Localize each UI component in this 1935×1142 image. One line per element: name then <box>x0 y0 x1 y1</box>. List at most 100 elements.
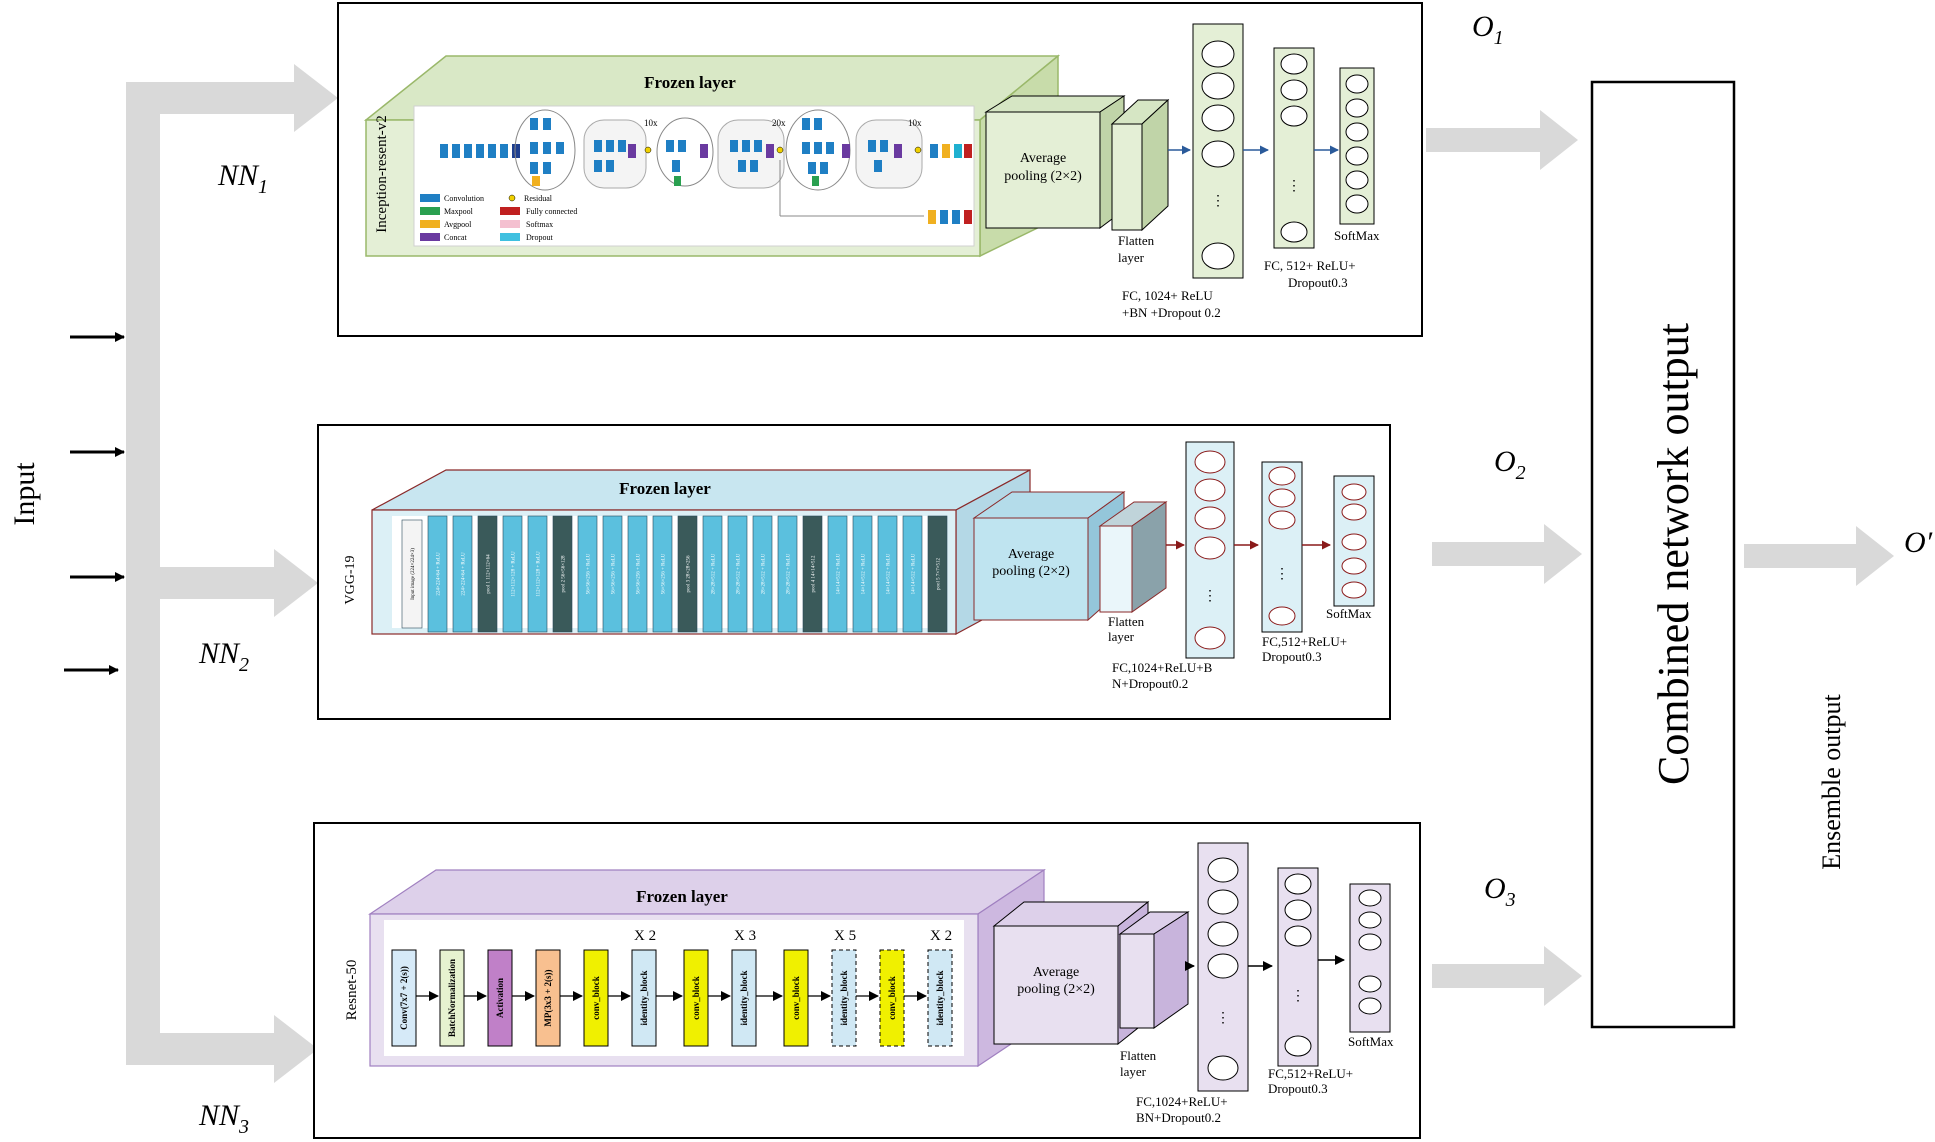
vgg-layer-label: 56×56×256 + ReLU <box>587 553 592 594</box>
vgg-conv-layer <box>527 515 548 633</box>
vgg-layer-label: 112×112×128 + ReLU <box>537 551 542 597</box>
vgg-layer-label: 56×56×256 + ReLU <box>612 553 617 594</box>
fc1-label-3a: FC,1024+ReLU+ <box>1136 1094 1228 1109</box>
mp-x-s-block <box>535 949 561 1047</box>
repeat-10x-b: 10x <box>908 118 922 128</box>
network-2-panel: Frozen layer VGG-19 Input image (224×224… <box>317 424 1391 720</box>
vgg-conv-layer <box>627 515 648 633</box>
vgg-pool-layer <box>477 515 498 633</box>
svg-text:NN2: NN2 <box>198 637 249 676</box>
vgg-layer-label: pool 3 28×28×256 <box>687 555 692 593</box>
svg-text:O2: O2 <box>1494 445 1526 484</box>
activation-block <box>487 949 513 1047</box>
vgg-layer-stack: Input image (224×224×3) 224×224×64 + ReLU… <box>401 515 948 633</box>
vgg-layer-label: 28×28×512 + ReLU <box>712 553 717 594</box>
resnet-block-label: MP(3x3 + 2(s)) <box>543 969 553 1026</box>
input-trunk <box>126 64 338 1083</box>
input-arrows <box>64 332 125 675</box>
vgg-layer-label: 14×14×512 + ReLU <box>912 553 917 594</box>
network-1-panel: Frozen layer Inception-resent-v2 10x <box>337 2 1423 337</box>
vgg-conv-layer <box>827 515 848 633</box>
flatten-label-1b: layer <box>1118 250 1145 265</box>
inception-head <box>779 144 972 224</box>
vgg-conv-layer <box>502 515 523 633</box>
dots-fc1-1: ⋮ <box>1211 194 1225 209</box>
vgg-layer-label: pool 2 56×56×128 <box>562 555 567 593</box>
o3-sub: 3 <box>1505 889 1516 911</box>
fc1-label-1a: FC, 1024+ ReLU <box>1122 288 1213 303</box>
nn1-sub: 1 <box>258 176 268 198</box>
inception-legend: Convolution Maxpool Avgpool Concat Resid… <box>420 194 577 242</box>
resnet-block-label: conv_block <box>887 976 897 1020</box>
vgg-conv-layer <box>877 515 898 633</box>
flatten-label-1a: Flatten <box>1118 233 1155 248</box>
vgg-layer-label: 28×28×512 + ReLU <box>762 553 767 594</box>
conv-block-block <box>683 949 709 1047</box>
legend-maxpool: Maxpool <box>444 207 474 216</box>
inception-module-3 <box>644 117 714 187</box>
dots-fc1-3: ⋮ <box>1216 1011 1230 1026</box>
dots-fc2-2: ⋮ <box>1275 567 1289 582</box>
vgg-conv-layer <box>702 515 723 633</box>
vgg-conv-layer <box>727 515 748 633</box>
vgg-layer-label: 224×224×64 + ReLU <box>462 552 467 596</box>
softmax-label-2: SoftMax <box>1326 606 1372 621</box>
vgg-conv-layer <box>602 515 623 633</box>
backbone-label-2: VGG-19 <box>343 556 358 605</box>
legend-concat: Concat <box>444 233 467 242</box>
dots-fc2-1: ⋮ <box>1287 179 1301 194</box>
inception-stem <box>440 144 520 158</box>
o1-sub: 1 <box>1494 27 1504 49</box>
batchnormalization-block <box>439 949 465 1047</box>
dots-fc1-2: ⋮ <box>1203 589 1217 604</box>
fc2-label-3a: FC,512+ReLU+ <box>1268 1066 1353 1081</box>
resnet-block-label: conv_block <box>591 976 601 1020</box>
o3-label: O <box>1484 872 1506 905</box>
vgg-layer-label: 56×56×256 + ReLU <box>662 553 667 594</box>
nn3-sub: 3 <box>238 1116 249 1138</box>
nn2-sub: 2 <box>239 654 249 676</box>
conv-block-block <box>583 949 609 1047</box>
conv-block-block <box>783 949 809 1047</box>
output-arrows <box>1426 110 1894 1006</box>
resnet-repeat-mark: X 2 <box>930 928 952 944</box>
inception-module-6 <box>855 119 923 189</box>
resnet-block-label: conv_block <box>691 976 701 1020</box>
inception-module-1 <box>514 109 576 191</box>
vgg-conv-layer <box>427 515 448 633</box>
resnet-block-label: identity_block <box>739 970 749 1025</box>
vgg-conv-layer <box>777 515 798 633</box>
flatten-label-2b: layer <box>1108 629 1135 644</box>
vgg-conv-layer <box>652 515 673 633</box>
fc2-label-1b: Dropout0.3 <box>1288 275 1348 290</box>
vgg-pool-layer <box>927 515 948 633</box>
nn1-label: NN <box>217 159 260 192</box>
vgg-conv-layer <box>852 515 873 633</box>
legend-avgpool: Avgpool <box>444 220 472 229</box>
vgg-input-layer <box>401 519 423 629</box>
vgg-layer-label: Input image (224×224×3) <box>411 548 416 600</box>
conv-block-block <box>879 949 905 1047</box>
ensemble-output-label: Ensemble output <box>1817 693 1846 869</box>
softmax-label-1: SoftMax <box>1334 228 1380 243</box>
resnet-repeat-mark: X 2 <box>634 928 656 944</box>
network-3-panel: Frozen layer Resnet-50 Conv(7x7 + 2(s))B… <box>313 822 1421 1139</box>
resnet-repeat-mark: X 5 <box>834 928 856 944</box>
vgg-layer-label: pool 4 14×14×512 <box>812 555 817 593</box>
o1-label: O <box>1472 10 1494 43</box>
fc2-label-3b: Dropout0.3 <box>1268 1081 1328 1096</box>
legend-dropout: Dropout <box>526 233 553 242</box>
combined-output-label: Combined network output <box>1649 323 1698 785</box>
pool-label-3b: pooling (2×2) <box>1017 982 1095 997</box>
svg-text:NN3: NN3 <box>198 1099 249 1138</box>
identity-block-block <box>831 949 857 1047</box>
fc2-label-1a: FC, 512+ ReLU+ <box>1264 258 1356 273</box>
resnet-block-label: identity_block <box>639 970 649 1025</box>
flatten-label-3b: layer <box>1120 1064 1147 1079</box>
inception-module-4 <box>717 119 785 189</box>
legend-residual: Residual <box>524 194 553 203</box>
backbone-label-3: Resnet-50 <box>344 960 360 1021</box>
vgg-pool-layer <box>677 515 698 633</box>
pool-label-2b: pooling (2×2) <box>992 564 1070 579</box>
